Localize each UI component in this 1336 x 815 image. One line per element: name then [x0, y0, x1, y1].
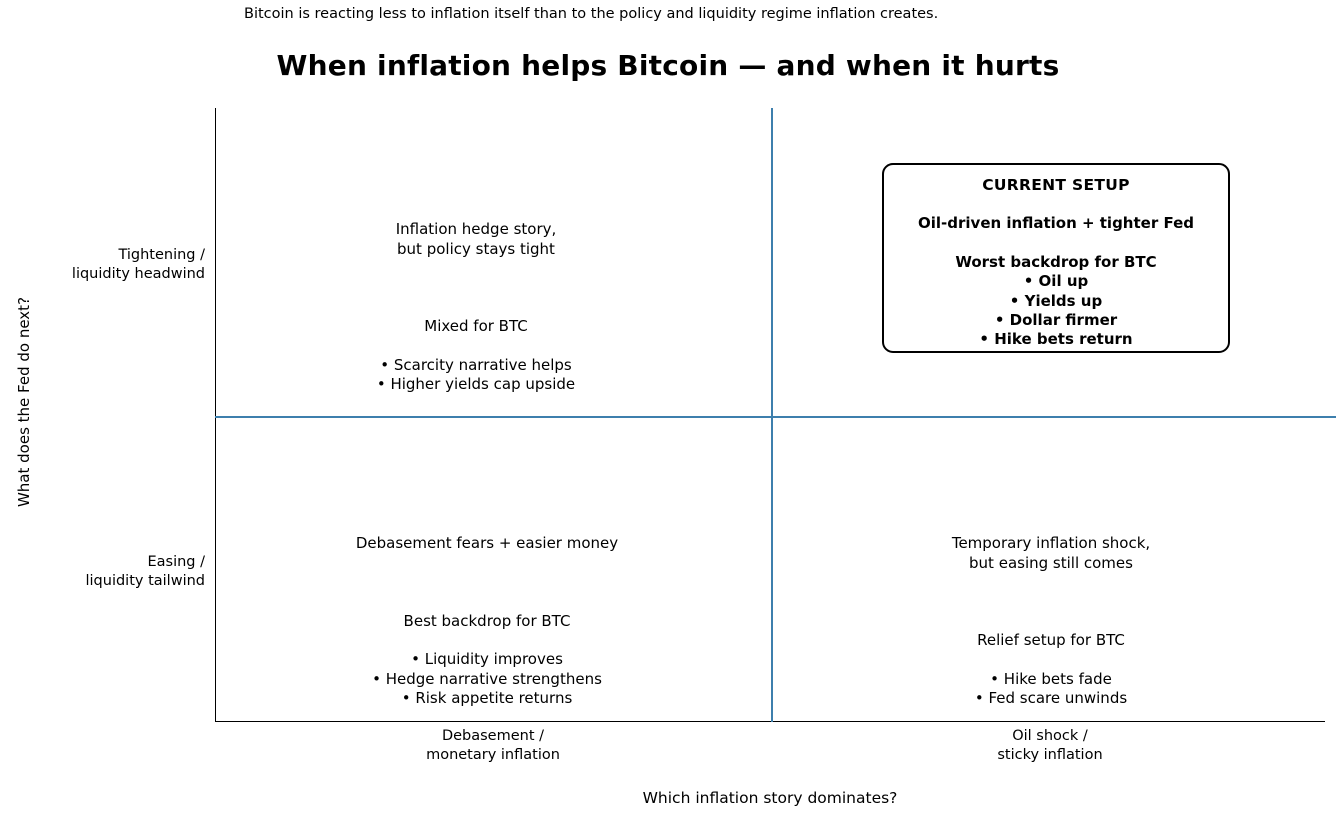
quadrant-bottom-right-headline: Temporary inflation shock, but easing st… [951, 534, 1151, 572]
chart-subtitle: Bitcoin is reacting less to inflation it… [244, 6, 939, 22]
axis-spine-bottom [215, 721, 1325, 723]
quadrant-bottom-right-spacer [901, 593, 1201, 612]
quadrant-bottom-left-spacer [337, 573, 637, 592]
x-tick-label-debasement: Debasement / monetary inflation [426, 728, 560, 763]
quadrant-bottom-left-headline: Debasement fears + easier money [355, 534, 619, 553]
x-axis-label: Which inflation story dominates? [642, 789, 898, 807]
quadrant-top-left-spacer [326, 279, 626, 298]
x-tick-label-oil-shock: Oil shock / sticky inflation [997, 728, 1103, 763]
quadrant-top-left-headline: Inflation hedge story, but policy stays … [395, 220, 557, 258]
quadrant-bottom-left-verdict: Best backdrop for BTC [403, 611, 571, 630]
quadrant-divider-vertical [771, 108, 774, 722]
current-setup-callout: CURRENT SETUP Oil-driven inflation + tig… [882, 163, 1230, 353]
axis-spine-left [215, 108, 217, 722]
current-setup-headline: Oil-driven inflation + tighter Fed [918, 214, 1194, 233]
quadrant-divider-horizontal [215, 416, 1336, 419]
quadrant-bottom-right-bullets: • Hike bets fade • Fed scare unwinds [974, 669, 1128, 708]
quadrant-bottom-left-bullets: • Liquidity improves • Hedge narrative s… [372, 650, 602, 708]
current-setup-badge: CURRENT SETUP [982, 176, 1130, 194]
quadrant-top-left-verdict: Mixed for BTC [424, 317, 528, 336]
y-tick-label-tightening: Tightening / liquidity headwind [71, 247, 205, 282]
current-setup-verdict: Worst backdrop for BTC [955, 252, 1157, 271]
quadrant-top-left-bullets: • Scarcity narrative helps • Higher yiel… [376, 355, 576, 394]
quadrant-bottom-right-verdict: Relief setup for BTC [977, 631, 1125, 650]
quadrant-top-left: Inflation hedge story, but policy stays … [326, 201, 626, 414]
chart-title: When inflation helps Bitcoin — and when … [276, 49, 1060, 82]
quadrant-bottom-right: Temporary inflation shock, but easing st… [901, 515, 1201, 728]
current-setup-bullets: • Oil up • Yields up • Dollar firmer • H… [979, 272, 1133, 349]
quadrant-bottom-left: Debasement fears + easier money Best bac… [337, 515, 637, 728]
y-tick-label-easing: Easing / liquidity tailwind [85, 554, 206, 589]
y-axis-label: What does the Fed do next? [15, 296, 33, 508]
